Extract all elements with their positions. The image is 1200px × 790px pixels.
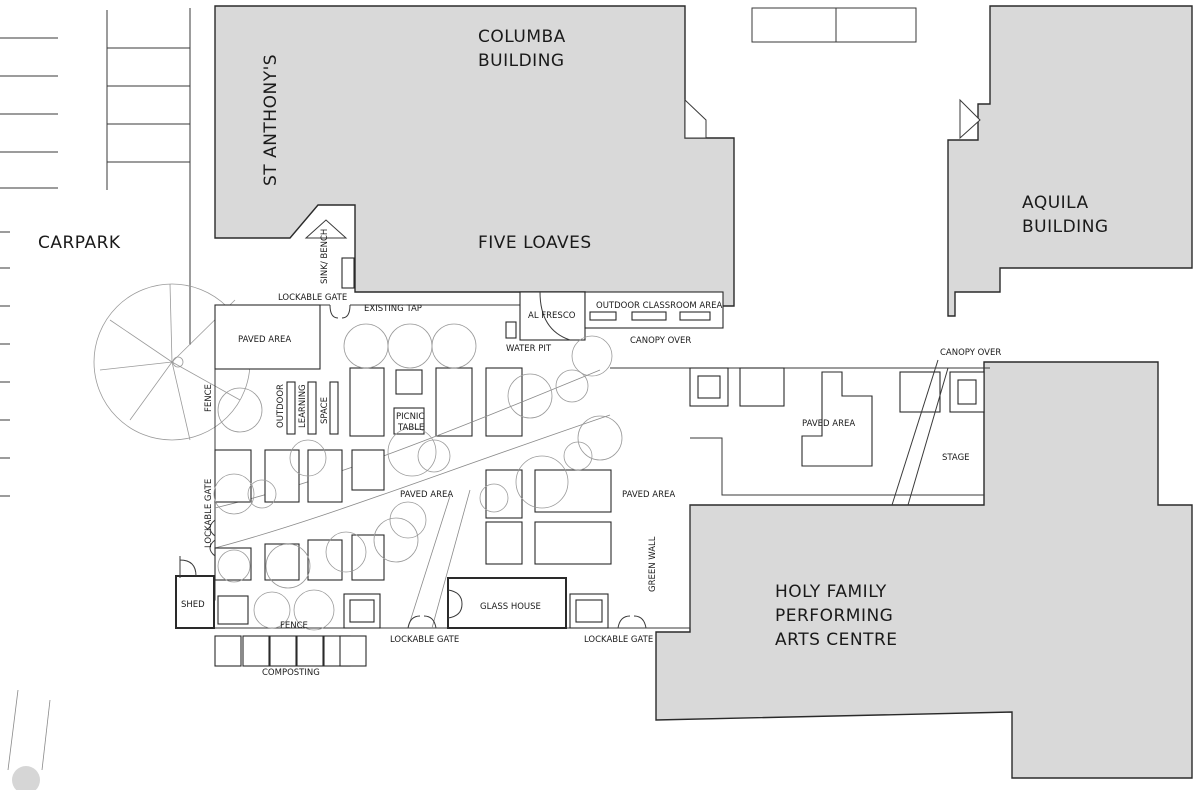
st-anthonys-label: ST ANTHONY'S bbox=[261, 54, 281, 186]
glass-house[interactable] bbox=[447, 577, 567, 629]
water-pit-label: WATER PIT bbox=[506, 344, 552, 354]
outdoor-classroom-label: OUTDOOR CLASSROOM AREA bbox=[596, 301, 723, 311]
st-anthonys-entry-triangle bbox=[304, 219, 348, 239]
paved-path-main bbox=[214, 369, 611, 549]
garden-beds-upper[interactable] bbox=[349, 367, 523, 437]
holy-family-label-2: PERFORMING bbox=[775, 606, 893, 626]
columba-building-block[interactable] bbox=[214, 5, 735, 307]
al-fresco-area[interactable] bbox=[519, 291, 586, 341]
planter-south-2-inner bbox=[349, 599, 375, 623]
lockable-gate-west-label: LOCKABLE GATE bbox=[204, 479, 214, 548]
al-fresco-label: AL FRESCO bbox=[528, 311, 576, 321]
planter-east-2 bbox=[739, 367, 785, 407]
top-strip-box-2 bbox=[835, 7, 917, 43]
outdoor-classroom-area[interactable] bbox=[584, 291, 724, 329]
lockable-gate-top-label: LOCKABLE GATE bbox=[278, 293, 347, 303]
composting-label: COMPOSTING bbox=[262, 668, 320, 678]
columba-notch bbox=[684, 98, 707, 139]
fence-south-label: FENCE bbox=[280, 621, 308, 631]
aquila-building-block[interactable] bbox=[947, 5, 1193, 317]
holy-family-label-1: HOLY FAMILY bbox=[775, 582, 887, 602]
classroom-bench-2 bbox=[631, 311, 667, 321]
existing-tap-label: EXISTING TAP bbox=[364, 304, 422, 314]
stage-label: STAGE bbox=[942, 453, 970, 463]
holy-family-label-3: ARTS CENTRE bbox=[775, 630, 898, 650]
planter-east-3 bbox=[899, 371, 941, 413]
shed[interactable] bbox=[175, 575, 215, 629]
paved-area-east-label: PAVED AREA bbox=[802, 419, 855, 429]
paved-area-nw[interactable] bbox=[214, 304, 321, 370]
paved-path-branch bbox=[407, 489, 471, 629]
canopy-over-edge-1 bbox=[891, 359, 939, 506]
canopy-over-1-label: CANOPY OVER bbox=[630, 336, 691, 346]
corner-marker bbox=[12, 766, 40, 790]
canopy-over-2-label: CANOPY OVER bbox=[940, 348, 1001, 358]
holy-family-building-block[interactable] bbox=[655, 361, 1193, 779]
picnic-table[interactable] bbox=[393, 407, 425, 435]
canopy-over-edge-2 bbox=[907, 367, 949, 506]
classroom-bench-3 bbox=[679, 311, 711, 321]
planter-east-1-inner bbox=[697, 375, 721, 399]
sink-bench-label: SINK/ BENCH bbox=[320, 229, 330, 284]
planter-south-3-inner bbox=[575, 599, 603, 623]
lockable-gate-south1-symbol[interactable] bbox=[407, 615, 437, 629]
lockable-gate-west-symbol[interactable] bbox=[209, 519, 216, 557]
learning-label: LEARNING bbox=[298, 384, 308, 428]
lockable-gate-south2-symbol[interactable] bbox=[617, 615, 647, 629]
five-loaves-label: FIVE LOAVES bbox=[478, 233, 592, 253]
paved-area-east[interactable] bbox=[801, 371, 873, 467]
fence-west-label: FENCE bbox=[204, 384, 214, 412]
shed-door bbox=[179, 556, 197, 578]
lockable-gate-south2-label: LOCKABLE GATE bbox=[584, 635, 653, 645]
road-line-1 bbox=[7, 689, 19, 771]
green-wall-label: GREEN WALL bbox=[648, 536, 658, 592]
aquila-notch bbox=[959, 98, 981, 140]
paved-area-nw-label: PAVED AREA bbox=[238, 335, 291, 345]
planter-east-4-inner bbox=[957, 379, 977, 405]
stage-outline bbox=[690, 437, 984, 496]
paved-area-se-label: PAVED AREA bbox=[622, 490, 675, 500]
composting-bays[interactable] bbox=[214, 635, 367, 667]
outdoor-learning-benches bbox=[286, 381, 339, 435]
garden-beds-middle[interactable] bbox=[485, 469, 612, 565]
garden-beds-lower-left[interactable] bbox=[214, 449, 385, 581]
al-fresco-arc bbox=[539, 291, 571, 341]
paved-area-mid-label: PAVED AREA bbox=[400, 490, 453, 500]
planter-south-1 bbox=[217, 595, 249, 625]
road-line-2 bbox=[41, 699, 51, 771]
columba-label-1: COLUMBA bbox=[478, 27, 566, 47]
picnic-label: PICNIC bbox=[396, 412, 424, 422]
glass-house-door bbox=[447, 589, 463, 619]
sink-bench-box bbox=[341, 257, 355, 289]
shed-label: SHED bbox=[181, 600, 205, 610]
space-label: SPACE bbox=[320, 397, 330, 424]
carpark-label: CARPARK bbox=[38, 233, 121, 253]
columba-label-2: BUILDING bbox=[478, 51, 565, 71]
top-strip-box-1 bbox=[751, 7, 837, 43]
aquila-label-1: AQUILA bbox=[1022, 193, 1089, 213]
classroom-bench-1 bbox=[589, 311, 617, 321]
garden-trees bbox=[213, 323, 623, 631]
water-pit bbox=[505, 321, 517, 339]
carpark-bays bbox=[0, 37, 190, 497]
outdoor-label: OUTDOOR bbox=[276, 384, 286, 428]
aquila-label-2: BUILDING bbox=[1022, 217, 1109, 237]
lockable-gate-south1-label: LOCKABLE GATE bbox=[390, 635, 459, 645]
table-label: TABLE bbox=[397, 423, 424, 433]
glass-house-label: GLASS HOUSE bbox=[480, 602, 541, 612]
lockable-gate-top-symbol[interactable] bbox=[329, 304, 351, 319]
